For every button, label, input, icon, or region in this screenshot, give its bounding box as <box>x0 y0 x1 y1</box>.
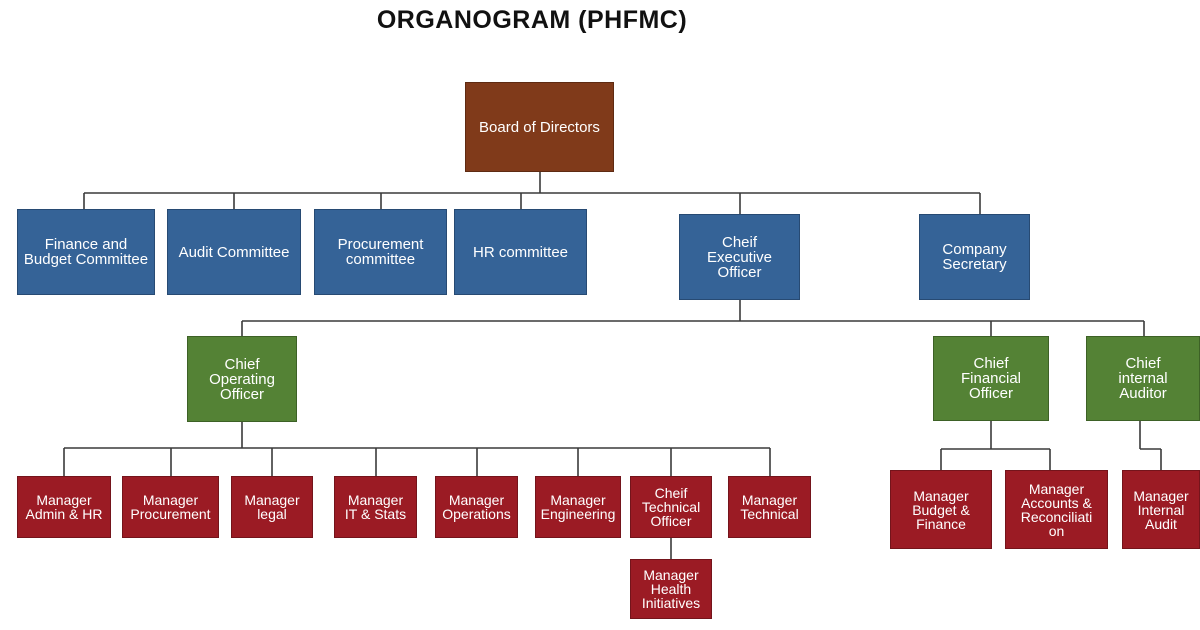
finance-budget-committee-node: Finance and Budget Committee <box>17 209 155 295</box>
manager-it-stats-node: Manager IT & Stats <box>334 476 417 538</box>
chart-title: ORGANOGRAM (PHFMC) <box>376 6 688 34</box>
board-of-directors-node: Board of Directors <box>465 82 614 172</box>
manager-health-initiatives-node: Manager Health Initiatives <box>630 559 712 619</box>
audit-committee-node: Audit Committee <box>167 209 301 295</box>
hr-committee-node: HR committee <box>454 209 587 295</box>
chief-internal-auditor-node: Chief internal Auditor <box>1086 336 1200 421</box>
manager-procurement-node: Manager Procurement <box>122 476 219 538</box>
manager-technical-node: Manager Technical <box>728 476 811 538</box>
cto-node: Cheif Technical Officer <box>630 476 712 538</box>
manager-legal-node: Manager legal <box>231 476 313 538</box>
coo-node: Chief Operating Officer <box>187 336 297 422</box>
manager-admin-hr-node: Manager Admin & HR <box>17 476 111 538</box>
ceo-node: Cheif Executive Officer <box>679 214 800 300</box>
manager-engineering-node: Manager Engineering <box>535 476 621 538</box>
manager-internal-audit-node: Manager Internal Audit <box>1122 470 1200 549</box>
manager-budget-finance-node: Manager Budget & Finance <box>890 470 992 549</box>
manager-accounts-reconciliation-node: Manager Accounts & Reconciliati on <box>1005 470 1108 549</box>
cfo-node: Chief Financial Officer <box>933 336 1049 421</box>
manager-operations-node: Manager Operations <box>435 476 518 538</box>
company-secretary-node: Company Secretary <box>919 214 1030 300</box>
procurement-committee-node: Procurement committee <box>314 209 447 295</box>
